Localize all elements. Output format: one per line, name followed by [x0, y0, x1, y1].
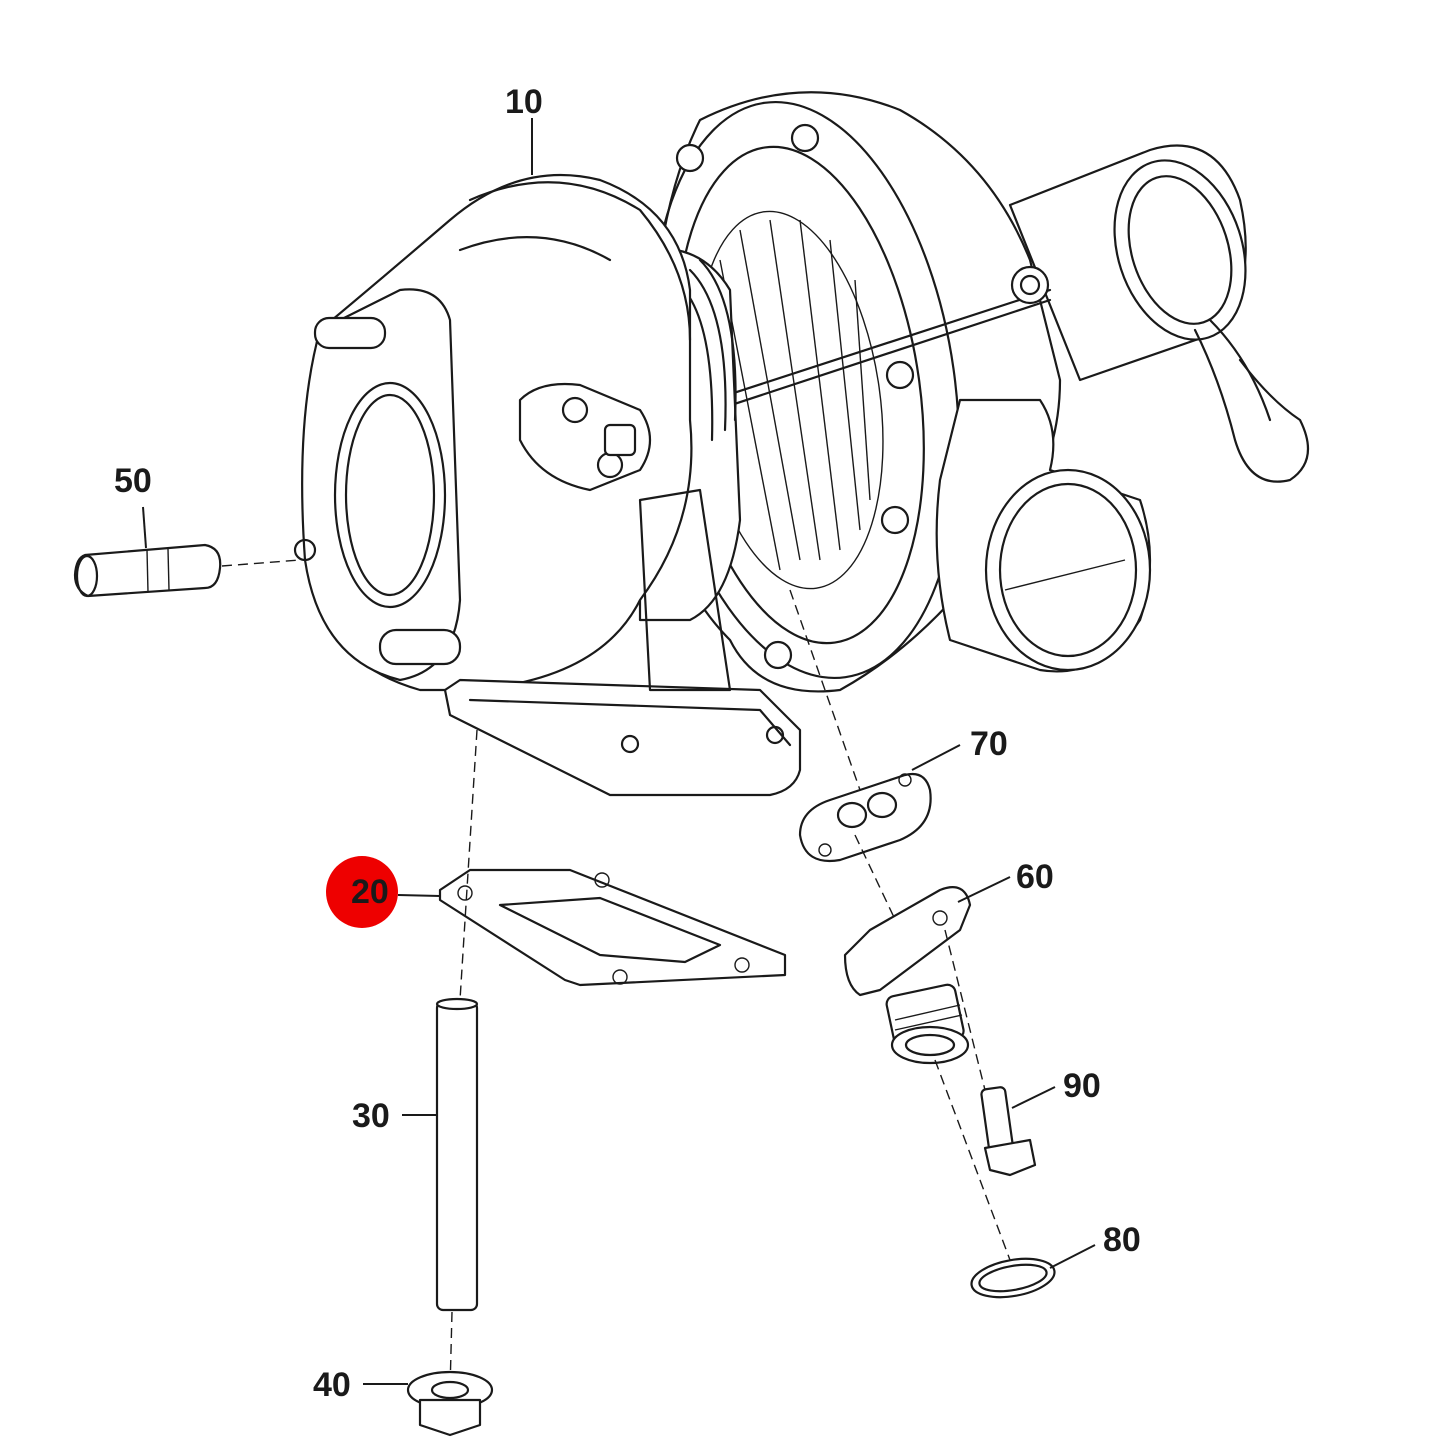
part-30-long-stud	[435, 729, 479, 1312]
part-70-oil-gasket	[789, 589, 932, 863]
part-40-flange-nut	[406, 1311, 494, 1437]
callout-labels: 10 50 20 30 40 70 60 90 80	[114, 83, 1141, 1404]
wastegate-arm	[518, 382, 651, 492]
turbine-flange-studs	[293, 316, 462, 666]
leader-50	[142, 506, 147, 549]
callout-40: 40	[313, 1366, 351, 1404]
callout-80: 80	[1103, 1221, 1141, 1259]
leader-60	[957, 876, 1011, 903]
compressor-wheel	[696, 210, 884, 590]
leader-90	[1011, 1086, 1056, 1109]
callout-30: 30	[352, 1097, 390, 1135]
compressor-outlet-pipe	[1008, 144, 1310, 483]
part-90-bolt	[944, 929, 1037, 1177]
callout-50: 50	[114, 462, 152, 500]
callout-90: 90	[1063, 1067, 1101, 1105]
part-60-oil-drain-flange	[843, 834, 972, 1065]
callout-70: 70	[970, 725, 1008, 763]
part-20-gasket	[438, 868, 787, 987]
part-80-o-ring	[934, 1059, 1056, 1299]
leader-20	[397, 894, 441, 897]
turbocharger-assembly	[293, 91, 1310, 797]
callout-10: 10	[505, 83, 543, 121]
part-50-stud	[73, 543, 301, 598]
turbine-outlet-flange	[443, 488, 802, 797]
callout-20-highlight	[326, 856, 398, 928]
leader-lines	[142, 118, 1096, 1385]
compressor-housing-bolts	[675, 123, 915, 670]
callout-60: 60	[1016, 858, 1054, 896]
compressor-inlet-elbow	[935, 398, 1152, 673]
callout-20: 20	[351, 873, 389, 911]
turbine-housing	[293, 173, 802, 797]
leader-80	[1049, 1244, 1096, 1269]
leader-70	[911, 744, 961, 771]
